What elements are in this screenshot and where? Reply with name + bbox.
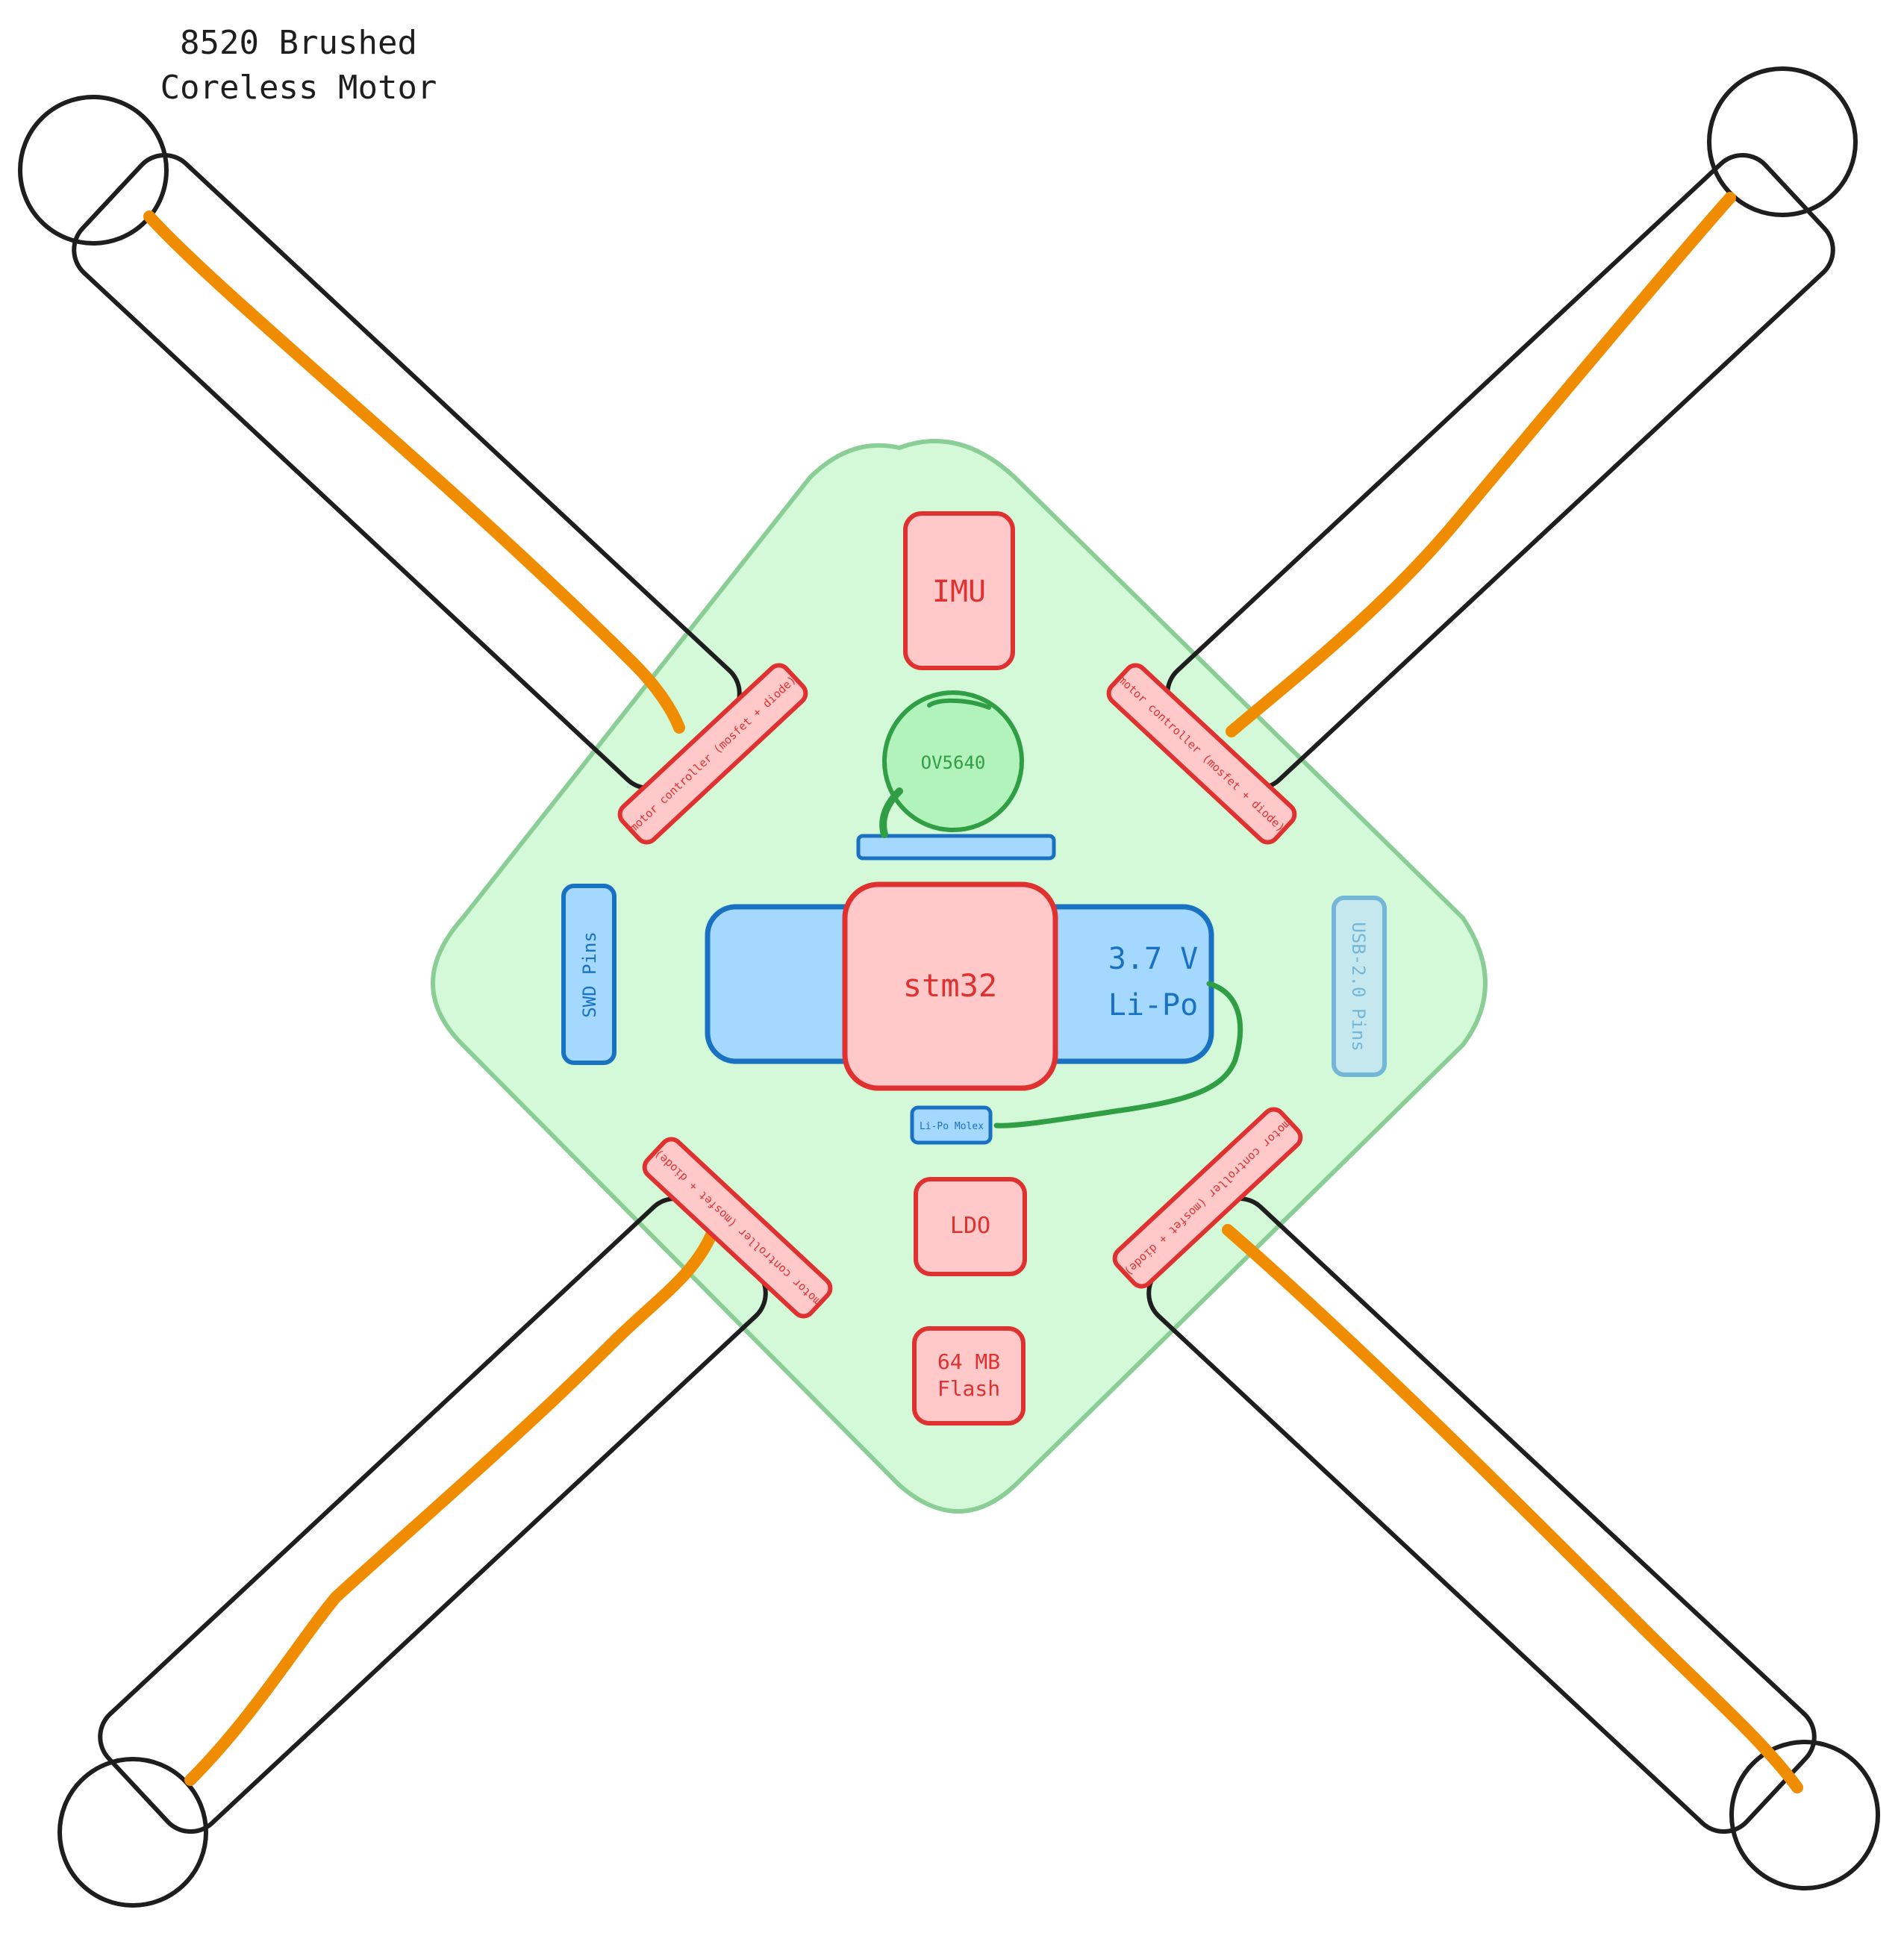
usb-pins xyxy=(1332,896,1387,1077)
camera-ribbon xyxy=(879,787,903,838)
battery-wire xyxy=(993,981,1243,1128)
ldo-regulator xyxy=(914,1177,1027,1276)
motor-wire-top-right xyxy=(1226,192,1736,737)
stm32-label: stm32 xyxy=(903,967,997,1004)
lipo-molex-label: Li-Po Molex xyxy=(920,1121,984,1132)
motor-wire-bottom-right xyxy=(1222,1224,1803,1793)
motor-wire-bottom-left xyxy=(184,1225,719,1786)
camera-squiggle xyxy=(927,698,991,710)
battery-type-label: Li-Po xyxy=(1108,988,1198,1022)
motor-wire-top-left xyxy=(143,210,685,734)
motor-title-line2: Coreless Motor xyxy=(160,69,437,107)
lipo-molex xyxy=(910,1105,993,1145)
ldo-label: LDO xyxy=(950,1213,990,1239)
motor-top-right xyxy=(1707,66,1858,217)
motor-top-left xyxy=(18,95,169,246)
arm-bottom-right xyxy=(1146,1196,1817,1834)
camera-module xyxy=(882,690,1024,832)
flash-size-label: 64 MB xyxy=(937,1349,1000,1374)
flash-type-label: Flash xyxy=(937,1376,1000,1401)
flash-memory xyxy=(912,1326,1026,1426)
swd-pins xyxy=(561,884,617,1065)
battery-voltage-label: 3.7 V xyxy=(1108,942,1198,976)
camera-label: OV5640 xyxy=(921,752,986,773)
camera-connector xyxy=(856,834,1056,861)
stm32-mcu xyxy=(842,881,1058,1091)
usb-label: USB-2.0 Pins xyxy=(1348,922,1369,1051)
imu-label: IMU xyxy=(932,575,986,609)
motor-title-line1: 8520 Brushed xyxy=(180,24,417,62)
swd-label: SWD Pins xyxy=(579,931,600,1018)
motor-bottom-right xyxy=(1729,1740,1880,1890)
motor-bottom-left xyxy=(57,1757,208,1908)
imu-chip xyxy=(903,511,1015,670)
